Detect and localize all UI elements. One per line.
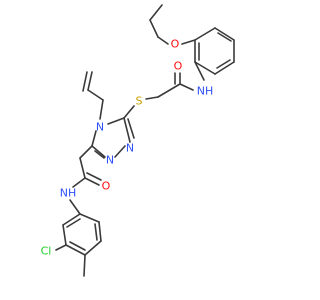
triazole-n2-label: N xyxy=(126,142,134,155)
molecule-structure: O O NH S N N N O NH Cl xyxy=(41,4,235,277)
triazole-n1-label: N xyxy=(106,154,114,167)
bonds xyxy=(55,4,235,277)
bond xyxy=(217,32,232,42)
bond xyxy=(157,83,181,98)
bond xyxy=(55,244,67,251)
bond xyxy=(149,4,163,21)
ether-oxygen-label: O xyxy=(171,38,180,51)
bond xyxy=(181,39,196,45)
top-carbonyl-oxygen-label: O xyxy=(174,60,183,73)
atom-labels: O O NH S N N N O NH Cl xyxy=(41,38,214,258)
bond xyxy=(84,177,100,186)
bond xyxy=(114,145,126,158)
bond xyxy=(194,61,216,75)
bond xyxy=(127,118,135,139)
bottom-carbonyl-oxygen-label: O xyxy=(102,180,111,193)
bond xyxy=(79,213,100,223)
bond xyxy=(62,213,81,226)
bond xyxy=(91,145,106,158)
bond xyxy=(123,105,135,119)
bond xyxy=(62,224,67,246)
bond xyxy=(107,117,125,125)
bond xyxy=(69,241,86,251)
bond xyxy=(98,221,102,242)
bottom-amide-nh-label: NH xyxy=(60,187,77,200)
bond xyxy=(145,96,159,100)
bond xyxy=(123,117,131,143)
thioether-sulfur-label: S xyxy=(136,95,143,108)
bond xyxy=(99,99,104,120)
bond xyxy=(86,172,102,181)
bond xyxy=(149,19,159,38)
bond xyxy=(87,71,93,91)
bond xyxy=(214,27,235,41)
bond xyxy=(214,61,235,75)
molecule-canvas: O O NH S N N N O NH Cl xyxy=(41,4,235,277)
bond xyxy=(69,199,81,215)
chlorine-label: Cl xyxy=(41,245,52,258)
bond xyxy=(87,89,104,101)
bond xyxy=(65,244,86,256)
bond xyxy=(79,157,86,179)
bond xyxy=(216,59,231,69)
bond xyxy=(157,36,169,45)
bond xyxy=(79,145,93,159)
bond xyxy=(83,254,86,277)
bond xyxy=(194,27,216,41)
bond xyxy=(94,223,98,241)
top-amide-nh-label: NH xyxy=(197,85,214,98)
bond xyxy=(66,218,81,228)
bond xyxy=(91,130,97,147)
bond xyxy=(72,177,86,188)
bond xyxy=(179,83,194,91)
bond xyxy=(84,240,102,256)
bond xyxy=(194,61,205,81)
triazole-n4-label: N xyxy=(96,121,104,134)
bond xyxy=(94,150,105,159)
bond xyxy=(82,71,88,92)
